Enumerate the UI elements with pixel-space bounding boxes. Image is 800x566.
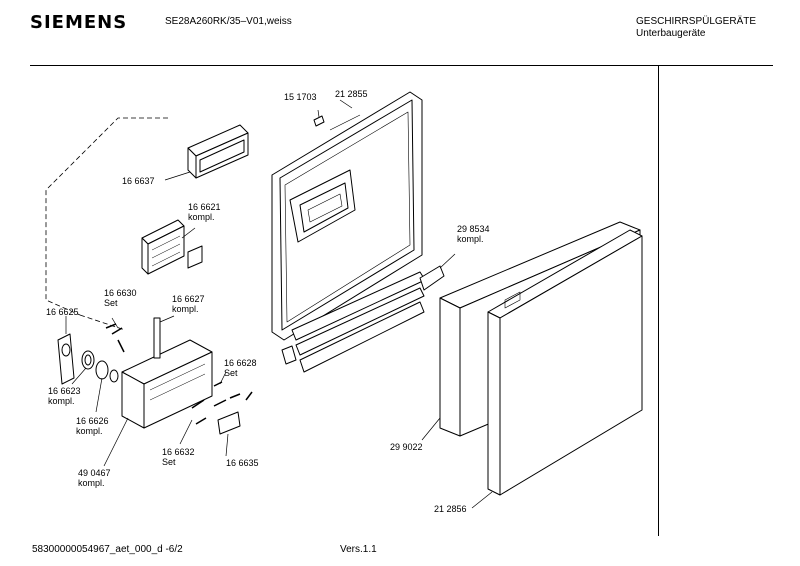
hinge-bracket — [419, 265, 445, 291]
part-label-166623: 16 6623 kompl. — [48, 386, 81, 406]
part-label-166632: 16 6632 Set — [162, 447, 195, 467]
brand-logo: SIEMENS — [30, 12, 128, 33]
dashed-assembly-outline — [45, 117, 168, 316]
model-number: SE28A260RK/35–V01,weiss — [165, 16, 292, 27]
part-number: 16 6621 — [188, 202, 221, 212]
part-qualifier: Set — [224, 368, 238, 378]
part-qualifier: kompl. — [457, 234, 484, 244]
screw-part — [313, 115, 325, 127]
valve-part-166627 — [153, 317, 161, 359]
part-number: 29 8534 — [457, 224, 490, 234]
part-label-166625: 16 6625 — [46, 307, 79, 317]
part-number: 16 6623 — [48, 386, 81, 396]
part-qualifier: Set — [104, 298, 118, 308]
part-label-166621: 16 6621 kompl. — [188, 202, 221, 222]
part-label-166626: 16 6626 kompl. — [76, 416, 109, 436]
part-label-212856: 21 2856 — [434, 504, 467, 514]
category: GESCHIRRSPÜLGERÄTE Unterbaugeräte — [636, 16, 756, 40]
inner-door-panel — [271, 91, 426, 373]
part-number: 49 0467 — [78, 468, 111, 478]
part-label-166628: 16 6628 Set — [224, 358, 257, 378]
part-label-166637: 16 6637 — [122, 176, 155, 186]
set-parts-166632 — [191, 399, 227, 425]
part-qualifier: kompl. — [172, 304, 199, 314]
category-subtitle: Unterbaugeräte — [636, 28, 706, 39]
part-number: 16 6627 — [172, 294, 205, 304]
part-number: 16 6628 — [224, 358, 257, 368]
set-parts-166630 — [105, 323, 125, 353]
header-divider — [30, 65, 773, 66]
outer-door-front — [487, 229, 643, 496]
part-number: 16 6632 — [162, 447, 195, 457]
knob-assembly — [57, 333, 119, 385]
part-label-298534: 29 8534 kompl. — [457, 224, 490, 244]
document-id: 58300000054967_aet_000_d -6/2 — [32, 544, 183, 555]
part-label-166630: 16 6630 Set — [104, 288, 137, 308]
part-label-490467: 49 0467 kompl. — [78, 468, 111, 488]
part-label-212855: 21 2855 — [335, 89, 368, 99]
part-qualifier: kompl. — [78, 478, 105, 488]
control-module — [141, 219, 203, 275]
part-label-166627: 16 6627 kompl. — [172, 294, 205, 314]
set-parts-166628 — [213, 381, 253, 401]
right-column-divider — [658, 66, 659, 536]
part-qualifier: kompl. — [188, 212, 215, 222]
part-label-299022: 29 9022 — [390, 442, 423, 452]
controller-box — [121, 339, 213, 429]
display-frame — [187, 124, 249, 179]
part-number: 16 6630 — [104, 288, 137, 298]
part-number: 16 6626 — [76, 416, 109, 426]
switch-part-166635 — [217, 411, 241, 435]
part-label-166635: 16 6635 — [226, 458, 259, 468]
category-title: GESCHIRRSPÜLGERÄTE — [636, 16, 757, 27]
version-label: Vers.1.1 — [340, 544, 377, 555]
part-qualifier: Set — [162, 457, 176, 467]
part-qualifier: kompl. — [76, 426, 103, 436]
part-qualifier: kompl. — [48, 396, 75, 406]
part-label-151703: 15 1703 — [284, 92, 317, 102]
